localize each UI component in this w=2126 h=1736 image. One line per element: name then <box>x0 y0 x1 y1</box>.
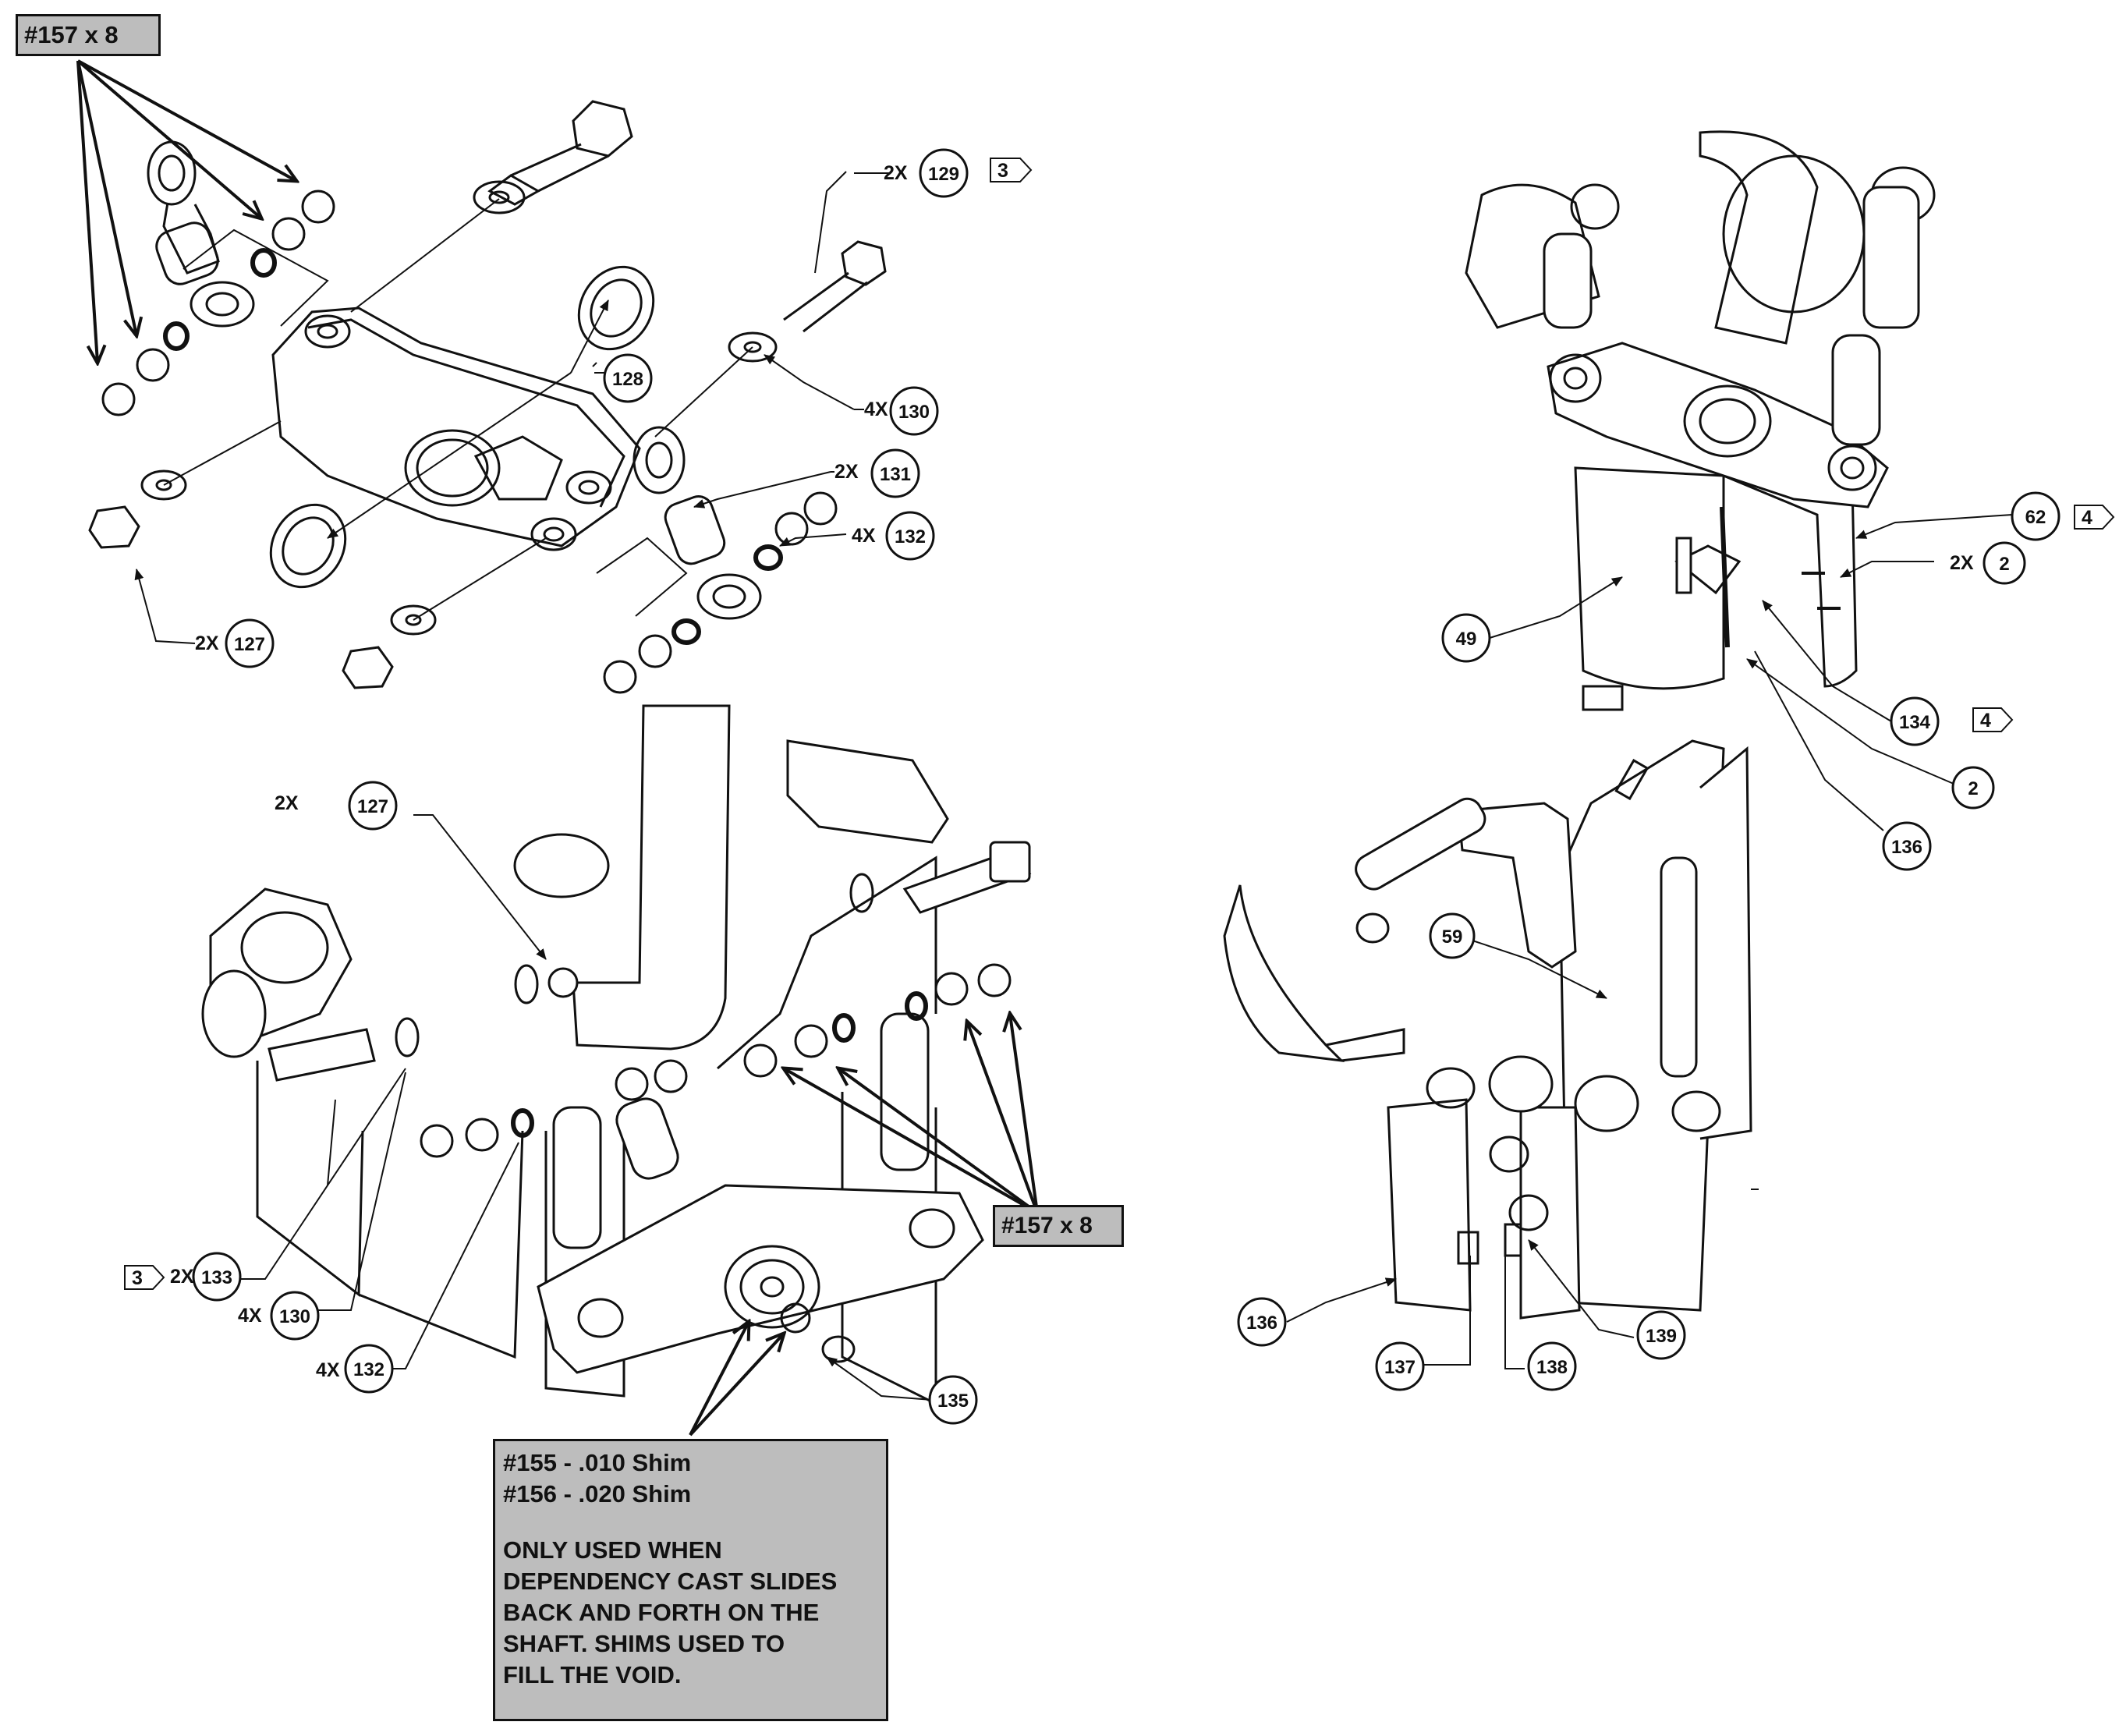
rocker-assembly-installed-view <box>201 704 1039 1437</box>
callout-59: 59 <box>1429 912 1476 959</box>
rocker-arm-exploded-view <box>76 59 887 694</box>
svg-text:3: 3 <box>132 1267 143 1289</box>
callout-qty: 2X <box>170 1266 194 1288</box>
callout-number: 136 <box>1246 1313 1277 1334</box>
callout-qty: 2X <box>834 461 859 483</box>
shim-line: SHAFT. SHIMS USED TO <box>503 1630 785 1657</box>
callout-127: 2X 127 <box>275 781 398 831</box>
shim-line: #156 - .020 Shim <box>503 1480 692 1507</box>
callout-129: 2X 129 <box>854 148 969 198</box>
callout-number: 127 <box>357 796 388 817</box>
callout-130: 4X 130 <box>238 1291 320 1341</box>
callout-number: 137 <box>1384 1357 1416 1378</box>
shim-line: DEPENDENCY CAST SLIDES <box>503 1568 838 1595</box>
callout-128: 128 <box>594 353 653 403</box>
callout-number: 133 <box>201 1267 232 1288</box>
callout-132: 4X 132 <box>316 1344 394 1394</box>
svg-text:3: 3 <box>997 160 1008 182</box>
shim-line: FILL THE VOID. <box>503 1661 682 1688</box>
callout-131: 2X 131 <box>831 448 920 498</box>
callout-number: 49 <box>1456 629 1477 650</box>
callout-134: 134 <box>1890 696 1940 746</box>
callout-2: 2X 2 <box>1950 541 2026 585</box>
callout-number: 62 <box>2025 507 2046 528</box>
callout-number: 127 <box>234 634 265 655</box>
callout-number: 59 <box>1442 926 1463 948</box>
callout-130: 4X 130 <box>854 386 939 436</box>
flag-note-4: 4 <box>2074 505 2115 530</box>
callout-number: 138 <box>1536 1357 1568 1378</box>
o-ring-quantity-note: #157 x 8 <box>16 14 161 56</box>
callout-136: 136 <box>1882 821 1932 871</box>
callout-132: 4X 132 <box>852 511 935 561</box>
callout-62: 62 <box>2011 491 2060 541</box>
callout-number: 132 <box>353 1359 384 1380</box>
shim-note: #155 - .010 Shim #156 - .020 Shim ONLY U… <box>493 1439 888 1721</box>
svg-text:4: 4 <box>2082 507 2092 529</box>
callout-qty: 2X <box>275 792 299 814</box>
shim-line: ONLY USED WHEN <box>503 1536 722 1564</box>
callout-number: 134 <box>1899 712 1931 733</box>
callout-49: 49 <box>1441 613 1491 663</box>
callout-138: 138 <box>1527 1341 1577 1391</box>
callout-qty: 2X <box>195 632 219 654</box>
svg-text:4: 4 <box>1980 710 1991 732</box>
o-ring-quantity-note: #157 x 8 <box>993 1205 1124 1247</box>
hinge-bracket-view <box>1465 130 2013 831</box>
callout-135: 135 <box>928 1375 978 1425</box>
callout-number: 2 <box>1968 778 1978 799</box>
flag-note-3: 3 <box>990 158 1033 182</box>
lower-tube-assembly-view <box>1223 739 1759 1369</box>
callout-qty: 4X <box>864 399 888 420</box>
callout-number: 131 <box>880 464 911 485</box>
callout-139: 139 <box>1636 1310 1686 1360</box>
flag-note-3: 3 <box>124 1265 165 1290</box>
callout-number: 139 <box>1646 1326 1677 1347</box>
flag-note-4: 4 <box>1972 707 2014 732</box>
callout-number: 132 <box>895 526 926 547</box>
callout-qty: 4X <box>238 1305 262 1327</box>
callout-number: 2 <box>1999 554 2009 575</box>
shim-line: BACK AND FORTH ON THE <box>503 1599 820 1626</box>
callout-number: 129 <box>928 164 959 185</box>
callout-qty: 4X <box>852 525 876 547</box>
callout-137: 137 <box>1375 1341 1425 1391</box>
callout-number: 128 <box>612 369 643 390</box>
callout-2: 2 <box>1951 766 1995 810</box>
callout-136: 136 <box>1237 1297 1287 1347</box>
callout-number: 130 <box>279 1306 310 1327</box>
callout-127: 2X 127 <box>195 618 275 668</box>
callout-133: 2X 133 <box>170 1252 242 1302</box>
callout-qty: 2X <box>1950 552 1974 574</box>
callout-number: 135 <box>937 1391 969 1412</box>
callout-number: 136 <box>1891 837 1922 858</box>
callout-number: 130 <box>898 402 930 423</box>
shim-line: #155 - .010 Shim <box>503 1449 692 1476</box>
callout-qty: 4X <box>316 1359 340 1381</box>
callout-qty: 2X <box>884 162 908 184</box>
